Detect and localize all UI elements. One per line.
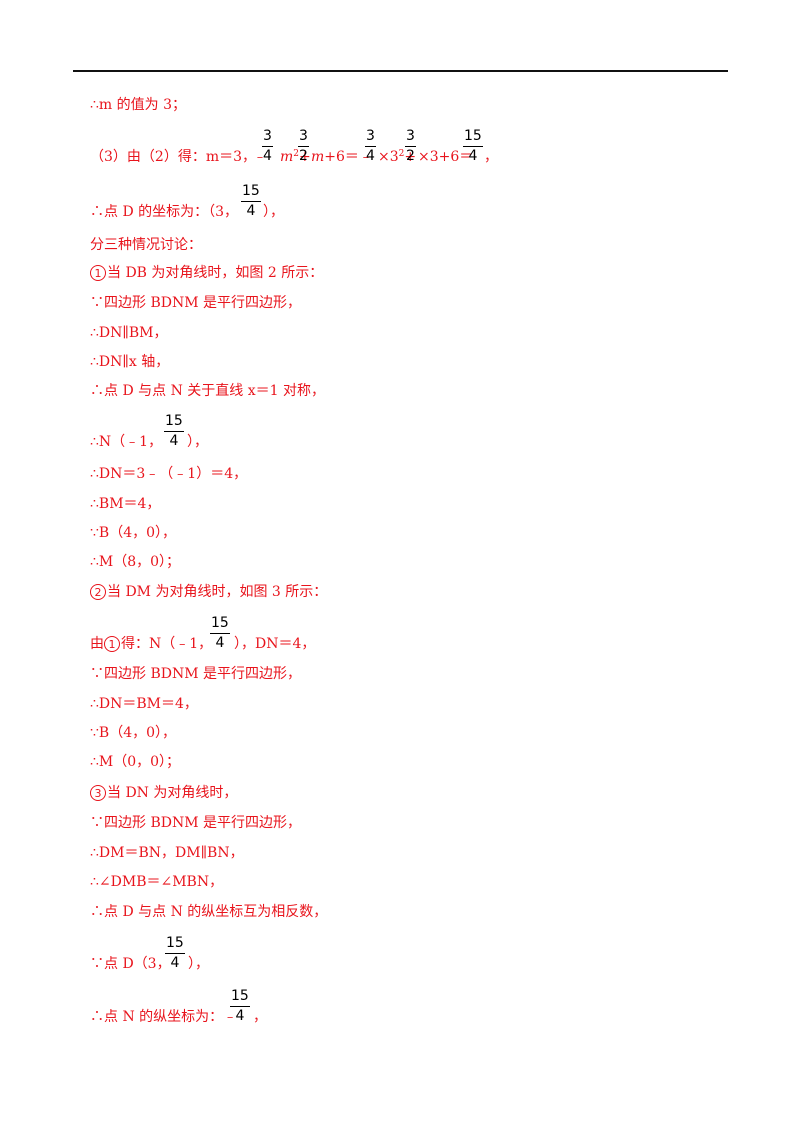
- equation-segment: ×32+: [378, 149, 417, 165]
- text-line: ∴点 D 与点 N 关于直线 x＝1 对称，: [90, 383, 325, 399]
- text-segment: ），: [263, 204, 284, 220]
- text-line: ∴N（﹣1，: [90, 434, 163, 450]
- text-segment: ），DN＝4，: [234, 636, 316, 652]
- text-line: ∵点 D（3，: [90, 956, 171, 972]
- text-line: ∵B（4，0），: [90, 725, 177, 741]
- header-rule: [73, 70, 728, 72]
- text-line: ∴DN∥BM，: [90, 325, 168, 341]
- text-segment: （3）由（2）得：m＝3，: [90, 149, 256, 165]
- text-line: ∴∠DMB＝∠MBN，: [90, 874, 224, 890]
- text-line: ∵B（4，0），: [90, 525, 177, 541]
- text-line: ∴M（8，0）；: [90, 554, 181, 570]
- text-line: ∴DM＝BN，DM∥BN，: [90, 845, 244, 861]
- equation-segment: m2+: [280, 149, 311, 165]
- text-line: ∴M（0，0）；: [90, 754, 181, 770]
- text-line: 分三种情况讨论：: [90, 237, 202, 253]
- text-line: ∵四边形 BDNM 是平行四边形，: [90, 815, 301, 831]
- text-segment: ，: [253, 1009, 267, 1025]
- text-line: ∴DN∥x 轴，: [90, 354, 170, 370]
- equation-segment: ，: [484, 149, 498, 165]
- text-line: ∴BM＝4，: [90, 496, 161, 512]
- text-line: ∴DN＝BM＝4，: [90, 696, 198, 712]
- text-line: ∴点 D 的坐标为：（3，: [90, 204, 239, 220]
- text-line: ∴DN＝3﹣（﹣1）＝4，: [90, 466, 248, 482]
- text-line: ∴m 的值为 3；: [90, 97, 186, 113]
- text-segment: ），: [187, 434, 208, 450]
- text-line: （3）由（2）得：m＝3，: [90, 148, 256, 166]
- equation-segment: ﹣: [253, 149, 267, 165]
- text-segment: ），: [188, 956, 209, 972]
- text-line: ∴点 N 的纵坐标为：﹣: [90, 1009, 238, 1025]
- equation-segment: m+6＝﹣: [311, 149, 373, 165]
- text-line: ∵四边形 BDNM 是平行四边形，: [90, 666, 301, 682]
- text-line: ∵四边形 BDNM 是平行四边形，: [90, 295, 301, 311]
- circled-number-marker: 2: [90, 584, 106, 600]
- equation-segment: ×3+6＝: [418, 149, 474, 165]
- circled-number-marker: 1: [104, 636, 120, 652]
- circled-number-marker: 1: [90, 265, 106, 281]
- circled-number-marker: 3: [90, 785, 106, 801]
- text-line: ∴点 D 与点 N 的纵坐标互为相反数，: [90, 904, 328, 920]
